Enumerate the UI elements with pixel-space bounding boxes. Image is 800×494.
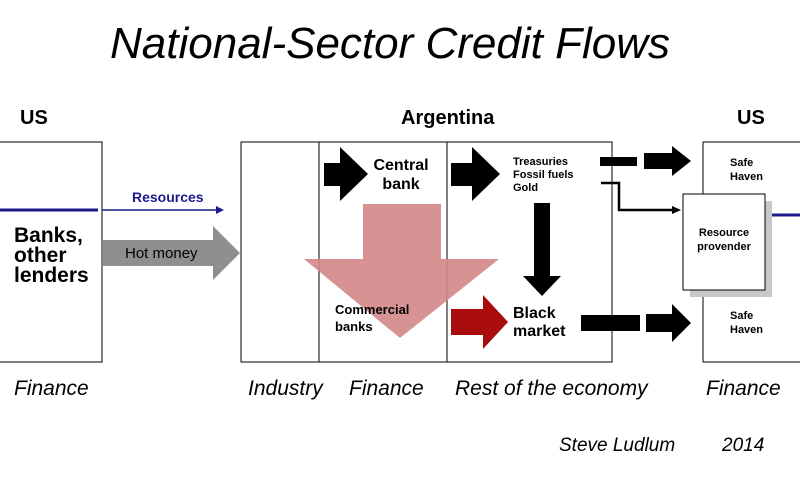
panel-label-finance-us-left: Finance	[14, 377, 89, 400]
panel-label-finance-argentina: Finance	[349, 377, 424, 400]
connector-to-resource-provender	[601, 181, 677, 212]
us-finance-box	[0, 141, 103, 363]
hot-money-label: Hot money	[125, 245, 198, 262]
safe-haven-top-line2: Haven	[730, 171, 763, 183]
safe-haven-bottom-line2: Haven	[730, 324, 763, 336]
arrow-to-black-market	[523, 203, 561, 296]
diagram-title: National-Sector Credit Flows	[110, 19, 670, 68]
central-bank-label-line1: Central	[373, 157, 428, 174]
credit-author: Steve Ludlum	[559, 435, 676, 456]
arrow-to-treasuries	[451, 147, 500, 201]
credit-year: 2014	[722, 435, 765, 456]
black-market-outflow-bar	[581, 315, 640, 331]
hot-money-arrow	[103, 226, 240, 280]
region-label-us-right: US	[737, 107, 765, 129]
connector-arrowhead	[672, 206, 681, 214]
red-arrow-to-black-market	[451, 295, 508, 349]
safe-haven-bottom-line1: Safe	[730, 310, 753, 322]
treasuries-outflow-bar	[600, 157, 637, 166]
central-bank-label-line2: bank	[382, 176, 419, 193]
panel-label-industry: Industry	[248, 377, 323, 400]
arrow-to-central-bank	[324, 147, 368, 201]
black-market-label-line2: market	[513, 323, 566, 340]
resource-provender-box	[682, 193, 766, 291]
commercial-banks-label-line1: Commercial	[335, 302, 409, 317]
banks-label-line3: lenders	[14, 264, 89, 287]
banks-label-line2: other	[14, 244, 67, 267]
region-label-us-left: US	[20, 107, 48, 129]
resources-arrowhead	[216, 206, 224, 214]
region-label-argentina: Argentina	[401, 107, 495, 129]
asset-fossil-fuels: Fossil fuels	[513, 169, 574, 181]
commercial-banks-label-line2: banks	[335, 319, 373, 334]
black-market-label-line1: Black	[513, 305, 556, 322]
big-down-arrow	[304, 204, 499, 338]
resource-provender-line2: provender	[697, 241, 752, 253]
safe-haven-top-line1: Safe	[730, 157, 753, 169]
arrow-to-safe-haven-bottom	[646, 304, 691, 342]
panel-label-finance-us-right: Finance	[706, 377, 781, 400]
asset-gold: Gold	[513, 182, 538, 194]
resource-provender-line1: Resource	[699, 227, 749, 239]
resources-label: Resources	[132, 189, 204, 205]
banks-label-line1: Banks,	[14, 224, 83, 247]
asset-treasuries: Treasuries	[513, 156, 568, 168]
panel-label-rest-of-economy: Rest of the economy	[455, 377, 648, 400]
arrow-to-safe-haven-top	[644, 146, 691, 176]
